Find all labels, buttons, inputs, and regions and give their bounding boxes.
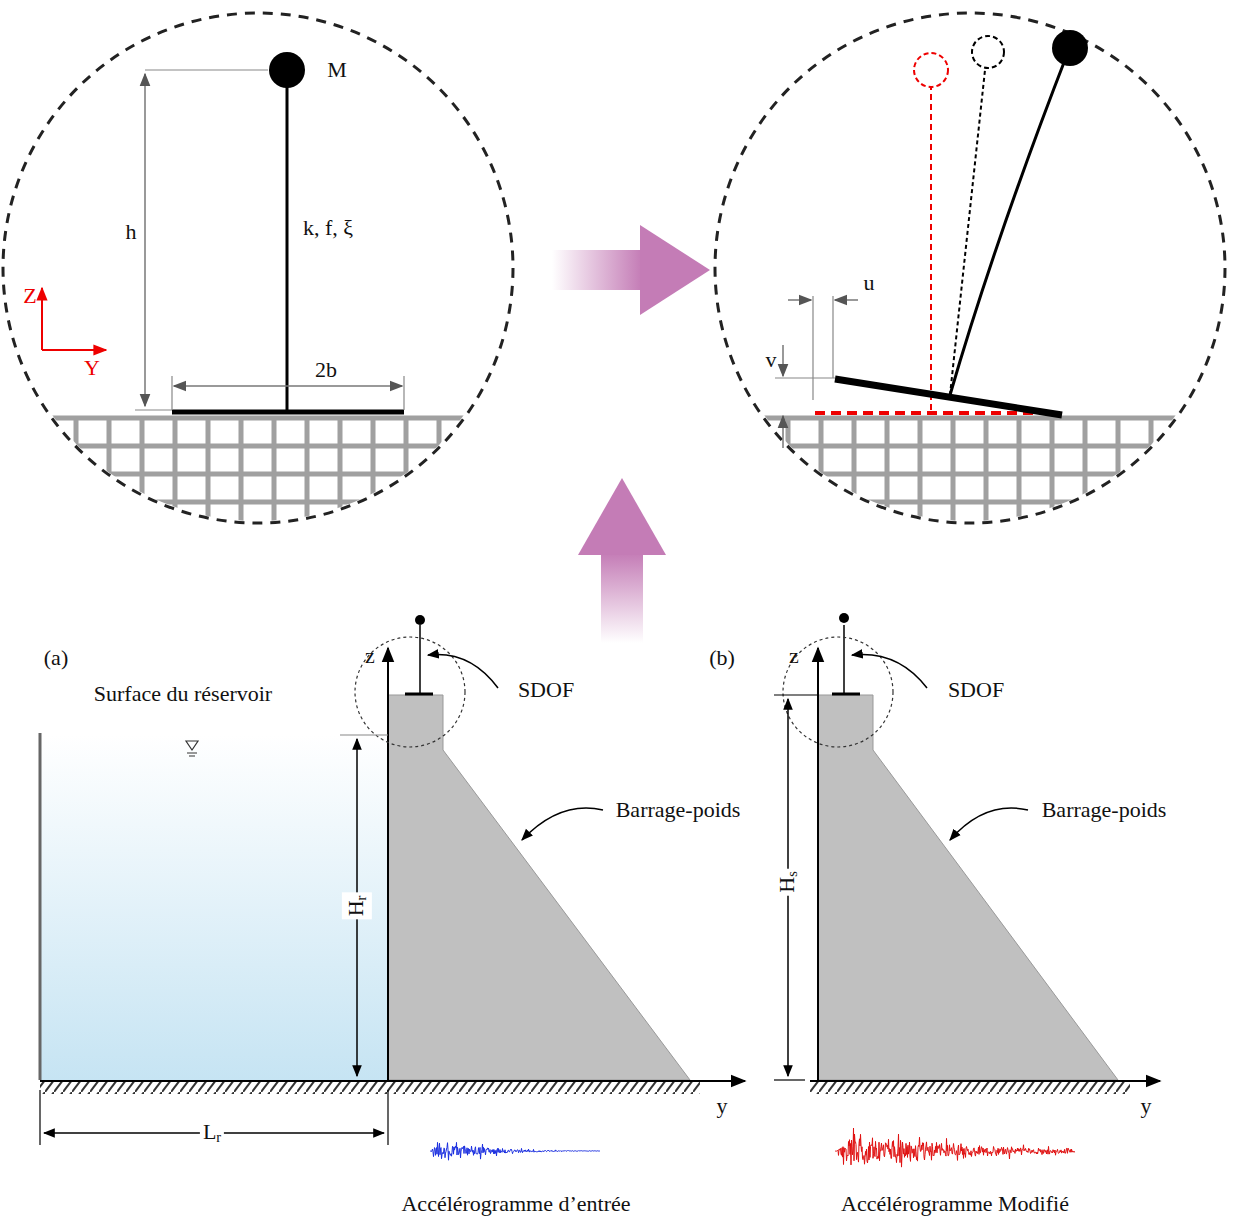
axis-label: y [717,1094,728,1118]
mass-label: M [327,58,347,82]
callout-label: SDOF [518,678,574,702]
panel-label: (b) [709,646,735,670]
axis-label: z [789,644,799,668]
dimension-label: Hr [342,893,372,920]
stiffness-label: k, f, ξ [303,216,353,240]
callout-label: Barrage-poids [1042,798,1167,822]
reservoir-label: Surface du réservoir [94,682,272,706]
dimension-label: v [766,348,777,372]
dimension-label: u [864,271,875,295]
axis-label: Z [23,284,36,308]
panel-label: (a) [44,646,68,670]
callout-label: SDOF [948,678,1004,702]
dimension-label: 2b [315,358,337,382]
axis-label: y [1141,1094,1152,1118]
dimension-label: Hs [773,868,803,895]
caption-label: Accélérogramme d’entrée [401,1192,630,1216]
axis-label: Y [84,356,100,380]
caption-label: Accélérogramme Modifié [841,1192,1069,1216]
dimension-label: Lr [200,1118,224,1148]
dimension-label: h [123,218,140,246]
callout-label: Barrage-poids [616,798,741,822]
axis-label: z [365,644,375,668]
